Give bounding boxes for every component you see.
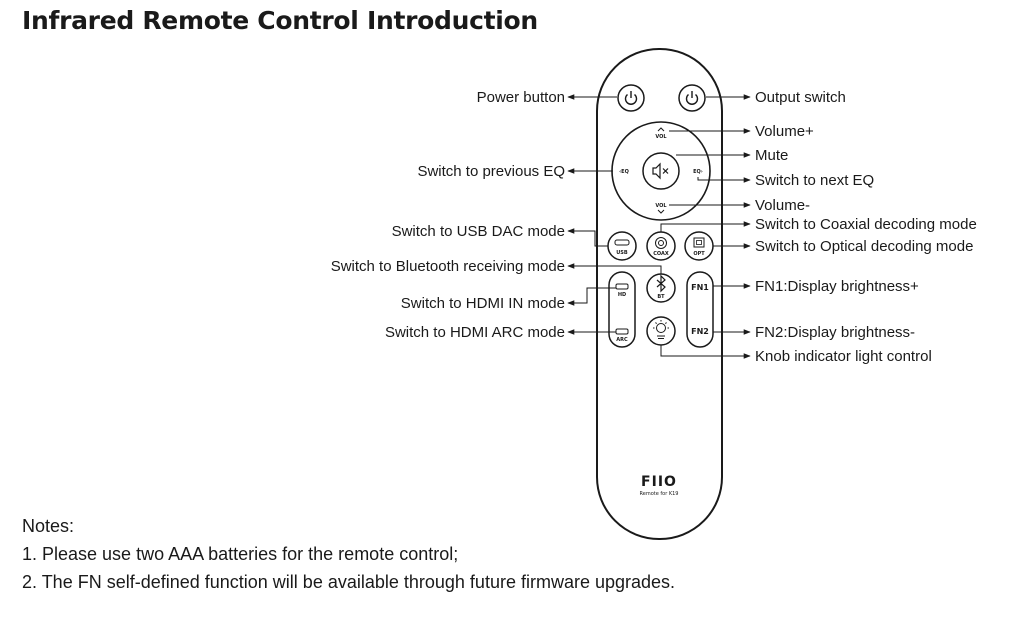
- optical-icon: [693, 237, 705, 248]
- label-volume-plus: Volume+: [755, 123, 814, 140]
- label-mute: Mute: [755, 147, 788, 164]
- fn2-button[interactable]: FN2: [691, 327, 709, 336]
- hdmi-port-icon: [615, 328, 629, 335]
- hdmi-pill: [608, 271, 636, 348]
- opt-label: OPT: [693, 251, 705, 257]
- power-icon: [685, 91, 699, 105]
- label-power-button: Power button: [477, 89, 565, 106]
- coax-label: COAX: [653, 251, 669, 257]
- arc-label: ARC: [616, 337, 628, 343]
- bluetooth-icon: [656, 274, 666, 293]
- fn1-button[interactable]: FN1: [691, 283, 709, 292]
- usb-port-icon: [614, 239, 630, 246]
- volume-down-button[interactable]: VOL: [655, 203, 667, 214]
- label-hdmi-in: Switch to HDMI IN mode: [401, 295, 565, 312]
- brand-logo: FIIO: [641, 474, 677, 490]
- leader-usb: [567, 228, 608, 247]
- next-eq-button[interactable]: EQ›: [693, 169, 703, 175]
- hdmi-port-icon: [615, 283, 629, 290]
- usb-label: USB: [616, 250, 628, 256]
- label-bluetooth: Switch to Bluetooth receiving mode: [331, 258, 565, 275]
- chevron-down-icon: [657, 209, 665, 214]
- leader-next-eq: [697, 177, 751, 183]
- fn-pill: [686, 271, 714, 348]
- opt-button[interactable]: OPT: [684, 231, 714, 261]
- power-button[interactable]: [617, 84, 645, 112]
- mute-icon: [652, 162, 669, 180]
- brand-subtitle: Remote for K19: [640, 491, 679, 497]
- remote-body: [596, 48, 723, 540]
- vol-down-label: VOL: [655, 203, 667, 209]
- volume-up-button[interactable]: VOL: [655, 127, 667, 140]
- usb-button[interactable]: USB: [607, 231, 637, 261]
- label-optical: Switch to Optical decoding mode: [755, 238, 973, 255]
- output-switch-button[interactable]: [678, 84, 706, 112]
- label-output-switch: Output switch: [755, 89, 846, 106]
- hd-label: HD: [618, 292, 626, 298]
- leader-lines: [567, 94, 751, 359]
- label-prev-eq: Switch to previous EQ: [417, 163, 565, 180]
- coax-button[interactable]: COAX: [646, 231, 676, 261]
- mute-button[interactable]: [642, 152, 680, 190]
- vol-up-label: VOL: [655, 134, 667, 140]
- bluetooth-button[interactable]: BT: [646, 273, 676, 303]
- notes-heading: Notes:: [22, 516, 75, 536]
- prev-eq-button[interactable]: ‹EQ: [619, 169, 629, 175]
- knob-light-button[interactable]: [646, 316, 676, 346]
- leader-bt: [567, 263, 662, 274]
- power-icon: [624, 91, 638, 105]
- bt-label: BT: [657, 294, 665, 300]
- leader-hd: [567, 287, 616, 306]
- notes-section: Notes: 1. Please use two AAA batteries f…: [22, 512, 675, 596]
- light-icon: [653, 320, 669, 339]
- note-item: 2. The FN self-defined function will be …: [22, 572, 676, 592]
- note-item: 1. Please use two AAA batteries for the …: [22, 544, 459, 564]
- label-next-eq: Switch to next EQ: [755, 172, 874, 189]
- label-knob-light: Knob indicator light control: [755, 348, 932, 365]
- label-usb-dac: Switch to USB DAC mode: [392, 223, 565, 240]
- label-fn1: FN1:Display brightness+: [755, 278, 919, 295]
- label-hdmi-arc: Switch to HDMI ARC mode: [385, 324, 565, 341]
- leader-knob-light: [660, 345, 751, 359]
- hdmi-in-button[interactable]: HD: [615, 283, 629, 298]
- label-volume-minus: Volume-: [755, 197, 810, 214]
- leader-coax: [660, 221, 751, 232]
- page-title: Infrared Remote Control Introduction: [22, 6, 538, 35]
- coax-icon: [655, 237, 667, 249]
- hdmi-arc-button[interactable]: ARC: [615, 328, 629, 343]
- chevron-up-icon: [657, 127, 665, 132]
- label-coaxial: Switch to Coaxial decoding mode: [755, 216, 977, 233]
- label-fn2: FN2:Display brightness-: [755, 324, 915, 341]
